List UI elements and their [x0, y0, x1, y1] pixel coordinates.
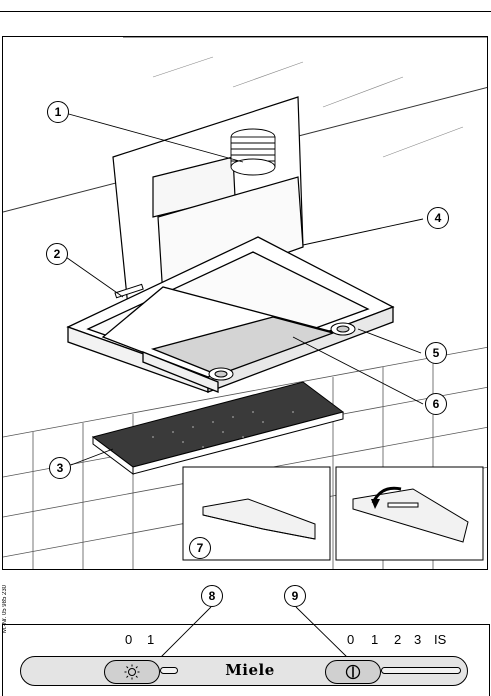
fan-scale-2: 2: [394, 632, 401, 647]
callout-2: 2: [46, 243, 68, 265]
light-slider-track: [160, 667, 178, 674]
callout-3: 3: [49, 457, 71, 479]
callout-6: 6: [425, 393, 447, 415]
light-bulb-icon: [124, 664, 140, 680]
hood-illustration-frame: [2, 36, 488, 570]
callout-5: 5: [425, 342, 447, 364]
light-scale-0: 0: [125, 632, 132, 647]
brand-logo: Miele: [205, 661, 295, 679]
light-scale-1: 1: [147, 632, 154, 647]
fan-slider-track: [381, 667, 461, 674]
callout-1: 1: [47, 101, 69, 123]
fan-scale-0: 0: [347, 632, 354, 647]
light-switch[interactable]: [104, 660, 160, 684]
fan-scale-1: 1: [371, 632, 378, 647]
hood-illustration: [3, 37, 488, 570]
header-rule: [0, 11, 491, 12]
callout-4: 4: [427, 207, 449, 229]
fan-scale-3: 3: [414, 632, 421, 647]
callout-7: 7: [189, 537, 211, 559]
fan-switch-icon: [345, 664, 361, 680]
fan-scale-is: IS: [434, 632, 446, 647]
fan-switch[interactable]: [325, 660, 381, 684]
